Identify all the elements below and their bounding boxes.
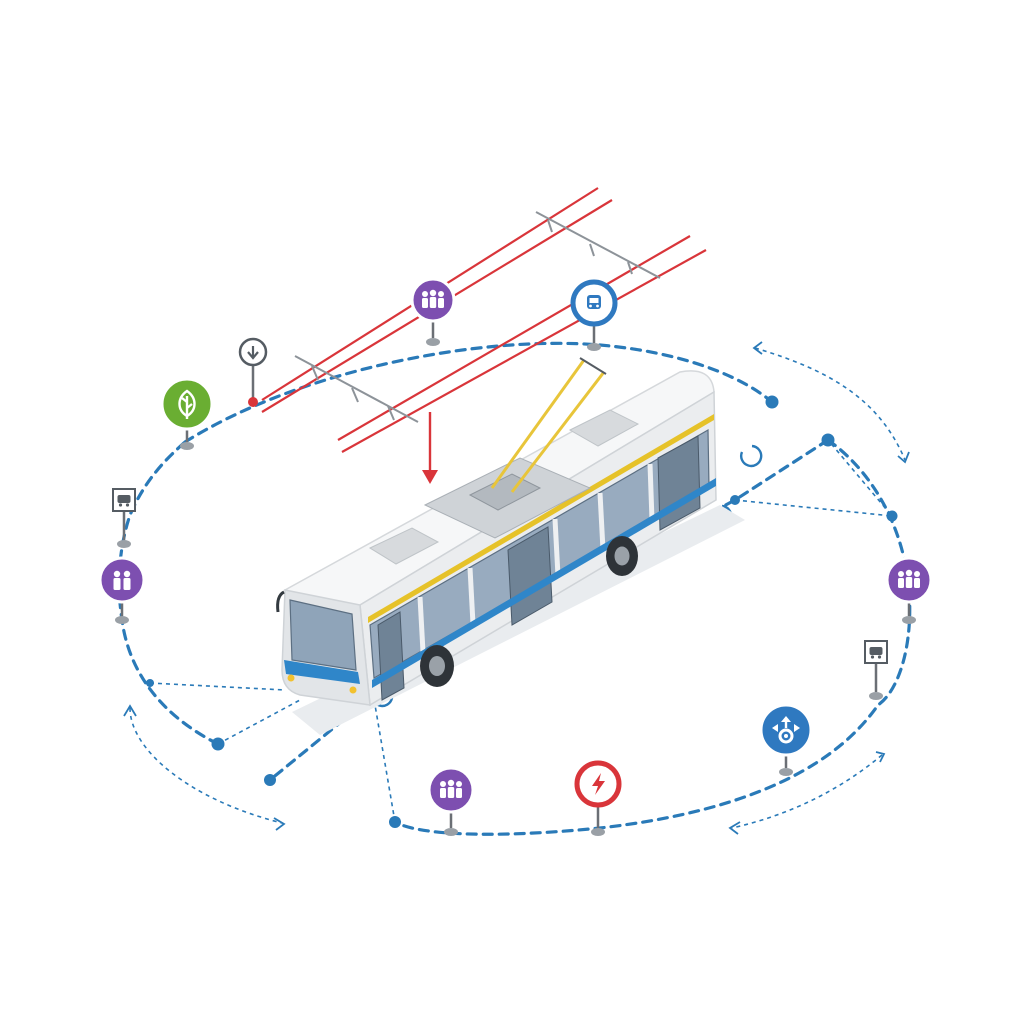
power-icon-pin [574,760,622,836]
bus-front-stripe [284,660,360,684]
route-node [886,510,898,522]
roof-unit-front [368,527,440,565]
people-icon [440,779,462,798]
route-node [389,816,401,828]
arrow-bottom-right [731,754,883,829]
power-feed-arrow-head [422,470,438,484]
bus-windshield [289,599,357,671]
people-icon [898,569,920,588]
network-gear-icon-pin [759,703,813,776]
bus-sign-icon-pin [864,640,888,700]
arrow-top-right [754,347,906,461]
bus-sign-icon [869,647,883,659]
people-icon [422,289,444,308]
arrow-head-1 [752,341,763,355]
rotate-icon [740,444,763,468]
people-icon-pin [410,277,456,346]
bus-stripe-blue [372,478,716,688]
roof-unit-rear [568,409,640,447]
arrow-head-4 [273,817,286,831]
window-pillars [417,463,655,653]
bus-stop-icon [587,295,601,309]
trolley-pole [510,371,606,493]
side-mirror [276,590,285,613]
leaf-icon [178,389,196,419]
network-gear-icon [772,716,800,744]
bus-stop-icon-pin [570,279,618,351]
route-node [821,433,835,447]
bus-wheels [420,536,638,687]
arrow-head-2 [897,451,910,464]
people-icon-pin [885,556,933,624]
route-loop [117,341,912,836]
trolleybus [276,357,745,735]
route-thin-branch-right [734,439,894,517]
bus-door-front [377,611,405,701]
route-node [146,679,154,687]
route-thin-branch-left [149,682,396,823]
headlight [287,674,295,682]
route-node [765,395,779,409]
route-node [264,774,276,786]
leaf-icon-pin [160,377,214,450]
wire-hanger-left [294,355,419,423]
bus-stripe-yellow [368,414,714,623]
bus-sign-icon [117,495,131,507]
download-icon [247,346,259,360]
trolley-pole-tip [579,357,607,375]
people-icon [113,570,131,590]
route-node [730,495,740,505]
trolley-pole [490,359,586,489]
headlight [349,686,357,694]
wire-hanger-right [535,211,661,279]
bus-sign-icon-pin [112,488,136,548]
download-icon-pin [238,337,268,407]
wire [341,249,707,453]
arrow-head-5 [875,751,886,763]
people-icon-pin [98,556,146,624]
arrow-head-3 [123,704,137,717]
people-icon-pin [427,766,475,836]
arrow-head-6 [728,821,741,835]
route-node [211,737,225,751]
power-icon [592,773,605,795]
arrow-left [129,707,283,824]
